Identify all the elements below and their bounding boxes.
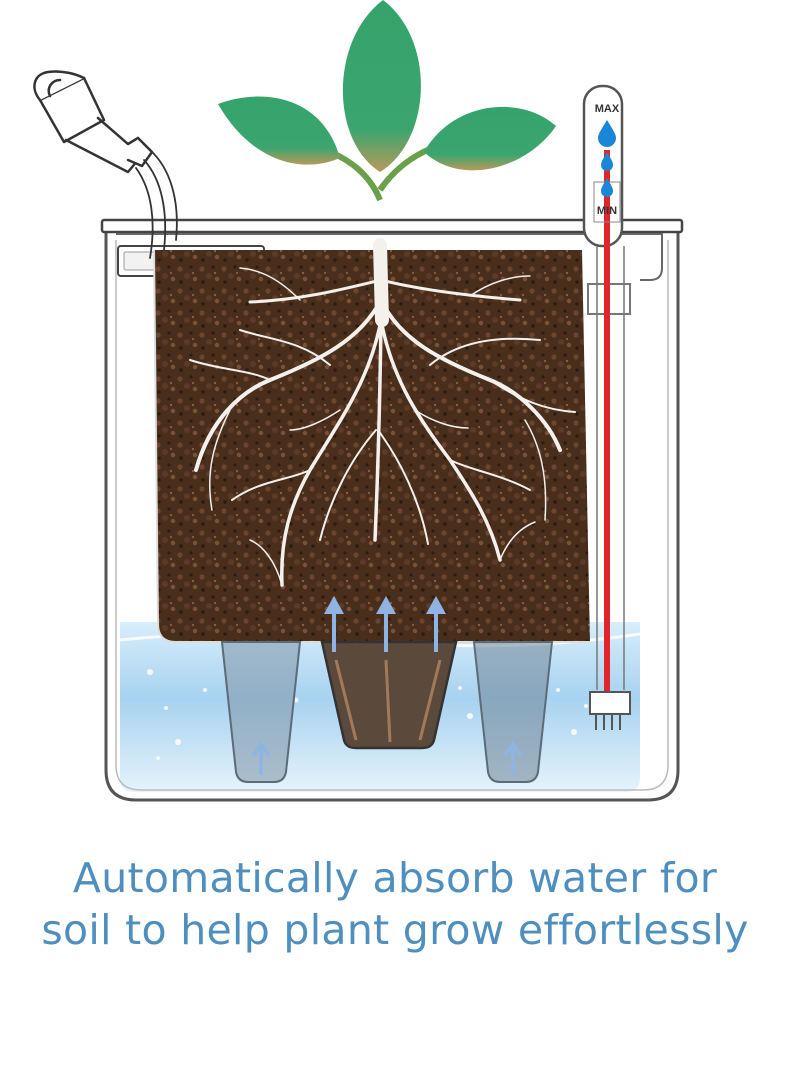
water-level-gauge: MAX MIN bbox=[582, 84, 631, 730]
water-drop-icon bbox=[601, 178, 613, 197]
self-watering-pot-illustration: MAX MIN bbox=[33, 0, 684, 802]
absorption-arrows bbox=[324, 596, 446, 652]
up-arrow-icon bbox=[503, 740, 523, 775]
caption-line-1: Automatically absorb water for bbox=[72, 854, 718, 902]
soil bbox=[154, 250, 590, 642]
wick-cone-center bbox=[320, 640, 458, 750]
up-arrow-icon bbox=[376, 596, 396, 652]
leaf-left bbox=[218, 96, 340, 165]
up-arrow-icon bbox=[324, 596, 344, 652]
wick-cone-left bbox=[220, 641, 302, 783]
water-drop-icon bbox=[598, 120, 616, 147]
gauge-max-label: MAX bbox=[595, 103, 620, 115]
gauge-min-label: MIN bbox=[597, 205, 617, 217]
plant-seedling bbox=[218, 0, 556, 252]
water-drop-icon bbox=[601, 152, 613, 171]
up-arrow-icon bbox=[426, 596, 446, 652]
pot-outer-shell bbox=[104, 230, 680, 802]
indicator-rod bbox=[604, 150, 610, 695]
plant-roots bbox=[189, 238, 576, 587]
leaf-top bbox=[342, 0, 421, 172]
watering-can-icon bbox=[33, 70, 178, 259]
caption-line-2: soil to help plant grow effortlessly bbox=[41, 906, 749, 954]
up-arrow-icon bbox=[251, 740, 271, 775]
float bbox=[589, 691, 631, 715]
leaf-right bbox=[424, 106, 556, 171]
wick-cone-right bbox=[472, 641, 554, 783]
